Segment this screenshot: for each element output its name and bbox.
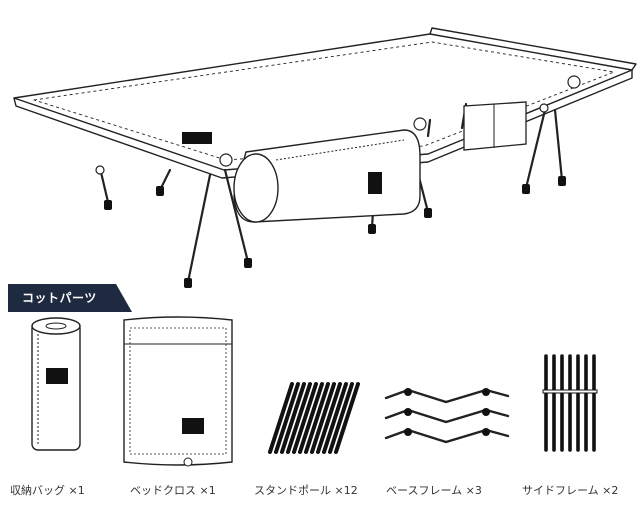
storage-bag-icon [31,317,81,451]
part-label-stand-pole: スタンドポール ×12 [254,484,358,497]
base-frame-icon [384,388,510,444]
part-label-side-frame: サイドフレーム ×2 [522,484,619,497]
stand-pole-icon [268,382,360,454]
brand-label [182,132,212,144]
bed-cloth-icon [123,316,233,467]
side-pocket [463,101,527,151]
section-header-tag: コットパーツ [8,284,132,312]
side-frame-icon [542,354,598,452]
part-side-frames [540,350,600,460]
part-stand-poles [264,376,360,458]
part-storage-bag [26,316,86,456]
part-bed-cloth [118,314,238,470]
hanging-storage-bag [233,129,421,223]
section-title: コットパーツ [22,291,97,305]
part-base-frames [382,380,512,450]
part-label-base-frame: ベースフレーム ×3 [386,484,482,497]
part-label-bed-cloth: ベッドクロス ×1 [130,484,216,497]
part-label-storage-bag: 収納バッグ ×1 [10,484,85,497]
assembled-cot-illustration [13,27,637,288]
